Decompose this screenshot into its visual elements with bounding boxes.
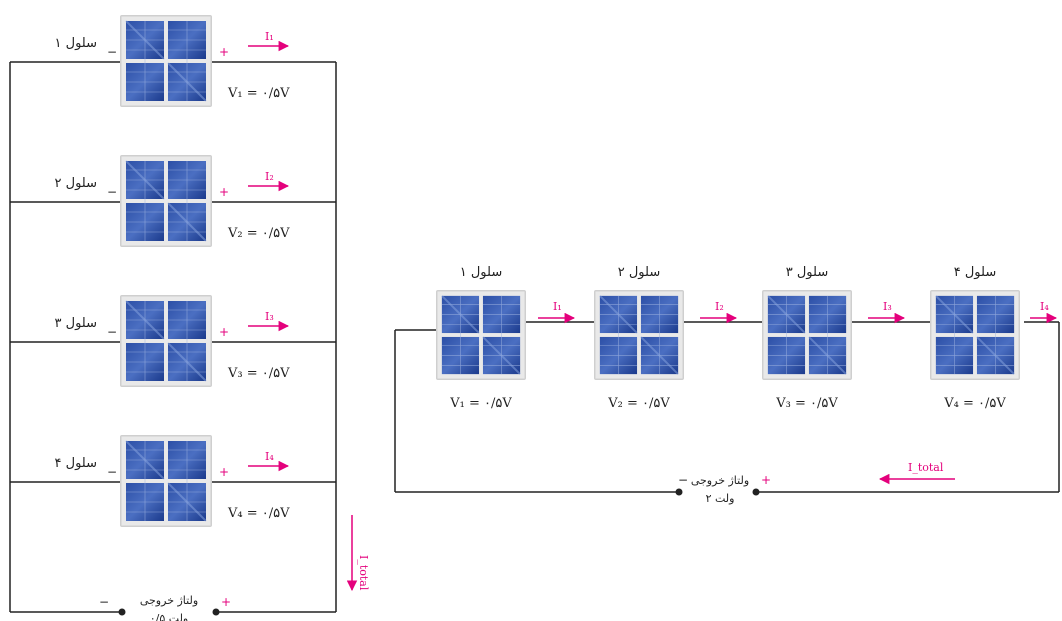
solar-panel-icon (120, 433, 212, 529)
solar-panel-icon (930, 288, 1020, 382)
voltage-label: V₂ = ۰/۵V (227, 226, 290, 241)
cell-label: سلول ۴ (55, 456, 97, 471)
cell-label: سلول ۴ (954, 265, 996, 280)
plus-sign: + (219, 185, 229, 199)
voltage-label: V₄ = ۰/۵V (943, 396, 1006, 411)
cell-label: سلول ۱ (55, 36, 97, 51)
series-cell-4: سلول ۴ V₄ = ۰/۵V I₄ (930, 265, 1058, 411)
output-terminal-minus (675, 488, 683, 496)
voltage-label: V₁ = ۰/۵V (449, 396, 512, 411)
output-voltage-value: ۰/۵ ولت (150, 612, 189, 621)
cell-label: سلول ۱ (460, 265, 502, 280)
output-terminal-plus (212, 608, 220, 616)
output-minus-sign: − (678, 473, 688, 487)
minus-sign: − (107, 45, 117, 59)
series-cell-2: سلول ۲ V₂ = ۰/۵V I₂ (594, 265, 738, 411)
cell-label: سلول ۳ (786, 265, 828, 280)
total-current-label: I_total (908, 461, 944, 474)
series-cell-3: سلول ۳ V₃ = ۰/۵V I₃ (762, 265, 906, 411)
solar-panel-icon (762, 288, 852, 382)
output-voltage-label: ولتاژ خروجی (691, 474, 749, 487)
voltage-label: V₃ = ۰/۵V (227, 366, 290, 381)
solar-panel-icon (436, 288, 526, 382)
current-label: I₃ (265, 310, 274, 323)
current-label: I₃ (883, 300, 892, 313)
voltage-label: V₄ = ۰/۵V (227, 506, 290, 521)
current-label: I₄ (265, 450, 274, 463)
minus-sign: − (107, 185, 117, 199)
output-voltage-value: ۲ ولت (706, 492, 735, 505)
output-plus-sign: + (221, 595, 231, 609)
minus-sign: − (107, 465, 117, 479)
voltage-label: V₃ = ۰/۵V (775, 396, 838, 411)
cell-label: سلول ۲ (55, 176, 97, 191)
plus-sign: + (219, 465, 229, 479)
output-terminal-plus (752, 488, 760, 496)
parallel-circuit: سلول ۱ − + I₁ V₁ = ۰/۵V سلول ۲ − + I₂ V₂… (9, 13, 370, 621)
minus-sign: − (107, 325, 117, 339)
parallel-cell-4: سلول ۴ − + I₄ V₄ = ۰/۵V (10, 433, 336, 529)
output-minus-sign: − (99, 595, 109, 609)
current-label: I₄ (1040, 300, 1049, 313)
output-terminal-minus (118, 608, 126, 616)
cell-label: سلول ۲ (618, 265, 660, 280)
solar-panel-icon (120, 293, 212, 389)
series-circuit: سلول ۱ V₁ = ۰/۵V I₁ سلول ۲ V₂ = ۰/۵V I₂ … (394, 265, 1060, 505)
solar-panel-icon (120, 153, 212, 249)
parallel-cell-3: سلول ۳ − + I₃ V₃ = ۰/۵V (10, 293, 336, 389)
voltage-label: V₂ = ۰/۵V (607, 396, 670, 411)
current-label: I₂ (715, 300, 724, 313)
output-plus-sign: + (761, 473, 771, 487)
cell-label: سلول ۳ (55, 316, 97, 331)
plus-sign: + (219, 45, 229, 59)
solar-panel-icon (120, 13, 212, 109)
parallel-cell-2: سلول ۲ − + I₂ V₂ = ۰/۵V (10, 153, 336, 249)
current-label: I₁ (553, 300, 562, 313)
current-label: I₂ (265, 170, 274, 183)
plus-sign: + (219, 325, 229, 339)
series-cell-1: سلول ۱ V₁ = ۰/۵V I₁ (436, 265, 576, 411)
current-label: I₁ (265, 30, 274, 43)
parallel-cell-1: سلول ۱ − + I₁ V₁ = ۰/۵V (10, 13, 336, 109)
total-current-label: I_total (357, 555, 370, 591)
voltage-label: V₁ = ۰/۵V (227, 86, 290, 101)
solar-panel-icon (594, 288, 684, 382)
output-voltage-label: ولتاژ خروجی (140, 594, 198, 607)
